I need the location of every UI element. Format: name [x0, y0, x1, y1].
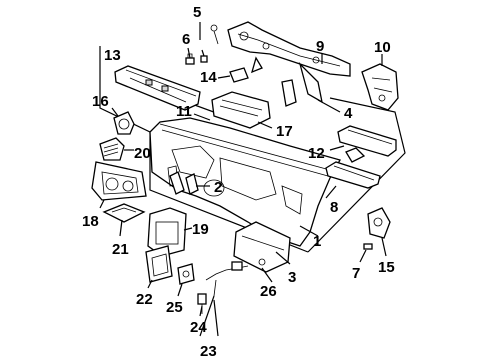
callout-3: 3 — [288, 269, 296, 286]
callout-7: 7 — [352, 265, 360, 282]
callout-12: 12 — [308, 145, 325, 162]
center-vent-part — [169, 171, 199, 195]
callout-22: 22 — [136, 291, 153, 308]
callout-25: 25 — [166, 299, 183, 316]
callout-10: 10 — [374, 39, 391, 56]
callout-9: 9 — [316, 38, 324, 55]
callout-5: 5 — [193, 4, 201, 21]
callout-11: 11 — [176, 103, 192, 120]
switch-part — [177, 263, 195, 285]
left-vent-part — [99, 137, 125, 161]
callout-1: 1 — [313, 233, 321, 250]
callout-14: 14 — [200, 69, 217, 86]
center-bezel-part — [147, 207, 187, 257]
side-duct-part — [325, 125, 397, 189]
small-bracket-part — [229, 67, 249, 83]
steering-support-beam-part — [210, 21, 351, 107]
upper-compartment-part — [211, 91, 271, 129]
leader-lines — [99, 22, 387, 337]
callout-24: 24 — [190, 319, 207, 336]
callout-13: 13 — [104, 47, 121, 64]
side-vent-part — [113, 111, 135, 135]
lower-tray-part — [145, 245, 173, 283]
callout-2: 2 — [214, 179, 222, 196]
callout-19: 19 — [192, 221, 209, 238]
cluster-bezel-part — [91, 161, 147, 201]
defroster-duct-part — [114, 65, 201, 111]
callout-20: 20 — [134, 145, 151, 162]
callout-15: 15 — [378, 259, 395, 276]
callout-23: 23 — [200, 343, 217, 360]
lower-panel-part — [102, 203, 146, 223]
callout-16: 16 — [92, 93, 109, 110]
callout-18: 18 — [82, 213, 99, 230]
callout-labels: 5 6 13 14 9 10 16 11 4 17 20 12 2 8 18 1… — [82, 4, 395, 360]
callout-6: 6 — [182, 31, 190, 48]
callout-4: 4 — [344, 105, 353, 122]
side-bracket-part — [361, 63, 399, 111]
callout-26: 26 — [260, 283, 277, 300]
callout-21: 21 — [112, 241, 129, 258]
dashboard-panel-part — [149, 117, 341, 247]
callout-17: 17 — [276, 123, 293, 140]
callout-8: 8 — [330, 199, 338, 216]
wire-connector-part — [197, 261, 249, 314]
right-lower-part — [363, 207, 391, 250]
